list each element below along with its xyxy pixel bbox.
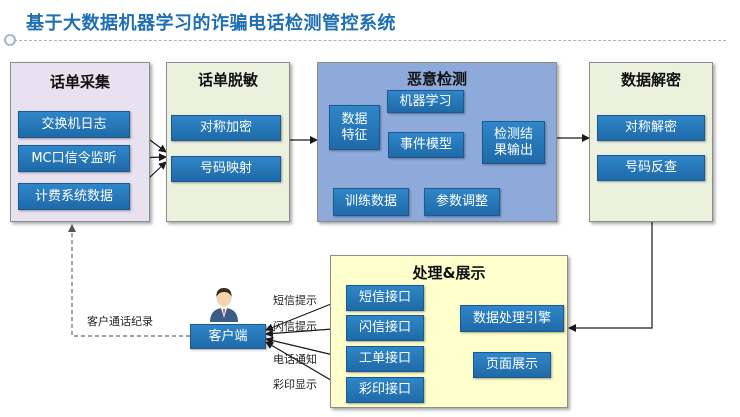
user-avatar-icon — [207, 286, 241, 322]
box-billing-data: 计费系统数据 — [18, 183, 130, 210]
box-param-tuning: 参数调整 — [424, 188, 500, 216]
label-phone-notice: 电话通知 — [273, 353, 317, 366]
box-sms-interface: 短信接口 — [346, 285, 424, 311]
panel-mask-title: 话单脱敏 — [197, 71, 258, 89]
box-workorder-interface: 工单接口 — [346, 346, 424, 372]
box-event-model: 事件模型 — [388, 132, 464, 158]
box-page-display: 页面展示 — [473, 352, 551, 378]
panel-process-title: 处理&展示 — [412, 264, 486, 282]
panel-collect-title: 话单采集 — [49, 73, 110, 91]
arrow-decrypt-process — [568, 222, 653, 332]
box-detect-output: 检测结果输出 — [482, 121, 545, 164]
box-switch-log: 交换机日志 — [18, 111, 130, 138]
box-number-lookup: 号码反查 — [597, 155, 705, 181]
panel-detect-title: 恶意检测 — [406, 70, 467, 88]
label-customer-record: 客户通话纪录 — [87, 315, 153, 328]
arrow-client-collect-dashed — [68, 224, 190, 337]
box-training-data: 训练数据 — [333, 188, 409, 216]
box-data-feature: 数据特征 — [329, 105, 380, 150]
box-data-engine: 数据处理引擎 — [460, 305, 564, 332]
panel-decrypt: 数据解密 — [589, 62, 713, 222]
panel-decrypt-title: 数据解密 — [620, 71, 681, 89]
box-symmetric-encrypt: 对称加密 — [171, 115, 281, 141]
label-colorprint-notice: 彩印显示 — [273, 378, 317, 391]
panel-mask: 话单脱敏 — [166, 62, 290, 222]
box-symmetric-decrypt: 对称解密 — [597, 115, 705, 141]
box-flash-interface: 闪信接口 — [346, 315, 424, 341]
page-title: 基于大数据机器学习的诈骗电话检测管控系统 — [26, 13, 396, 34]
box-client: 客户端 — [190, 324, 266, 349]
box-colorprint-interface: 彩印接口 — [346, 377, 424, 403]
label-sms-notice: 短信提示 — [273, 294, 317, 307]
box-number-mapping: 号码映射 — [171, 156, 281, 182]
box-mc-signal: MC口信令监听 — [18, 145, 130, 172]
box-machine-learning: 机器学习 — [387, 90, 464, 113]
label-flash-notice: 闪信提示 — [273, 320, 317, 333]
title-divider — [14, 40, 726, 41]
